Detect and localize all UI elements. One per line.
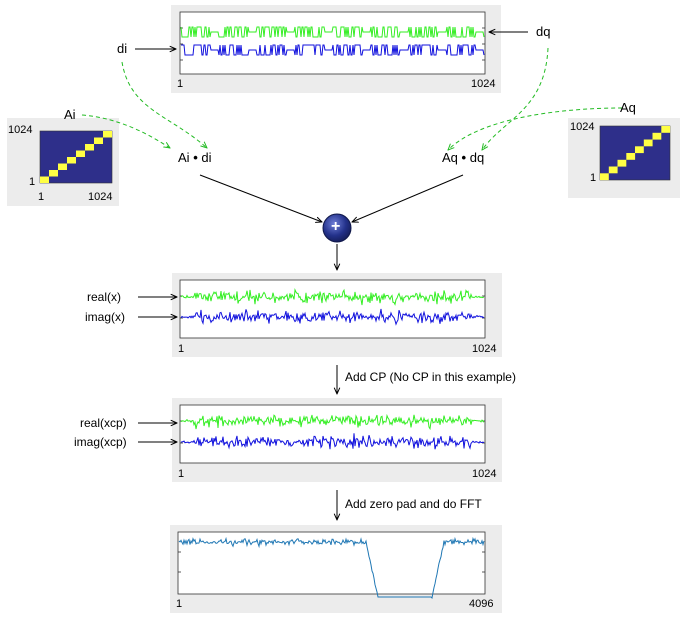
- panel-xcp-x-start: 1: [178, 468, 185, 480]
- imag-xcp-trace: [180, 433, 485, 450]
- matrix-left-y-top: 1024: [8, 124, 33, 136]
- matrix-left-block: [94, 137, 103, 144]
- top-panel-x-end: 1024: [471, 78, 496, 90]
- matrix-left-block: [40, 176, 49, 183]
- matrix-left-block: [67, 157, 76, 164]
- real-x-trace: [180, 288, 485, 306]
- top-plot-axes: [179, 11, 486, 75]
- matrix-right-y-top: 1024: [570, 121, 595, 133]
- label-ai: Ai: [64, 107, 76, 122]
- top-panel-x-start: 1: [177, 78, 184, 90]
- di-bit-trace: [180, 26, 485, 38]
- matrix-left-diagonal: [40, 131, 112, 183]
- arrow-left-to-sum: [199, 174, 322, 222]
- fft-magnitude-line: [178, 536, 485, 600]
- matrix-right-block: [600, 173, 609, 181]
- step-add-cp: Add CP (No CP in this example): [345, 370, 516, 384]
- matrix-right-block: [661, 126, 671, 133]
- product-right-dot: •: [461, 150, 467, 165]
- top-bit-traces: [180, 26, 485, 56]
- label-aq: Aq: [620, 100, 636, 115]
- matrix-right-block: [643, 139, 653, 147]
- panel-x-real-label: real(x): [87, 290, 122, 304]
- label-dq: dq: [536, 24, 551, 39]
- product-left: Ai • di: [178, 150, 212, 165]
- panel-fft-x-end: 4096: [469, 598, 494, 610]
- panel-xcp-traces: [180, 413, 485, 450]
- sum-node: [322, 213, 352, 243]
- panel-x-imag-label: imag(x): [85, 310, 126, 324]
- panel-xcp-real-label: real(xcp): [80, 416, 127, 430]
- panel-x-x-end: 1024: [472, 343, 497, 355]
- matrix-left-block: [76, 150, 85, 157]
- panel-xcp-x-end: 1024: [472, 468, 497, 480]
- matrix-right-block: [617, 159, 627, 167]
- panel-xcp-axes: [179, 404, 486, 464]
- matrix-left-y-bottom: 1: [29, 176, 36, 188]
- matrix-left-block: [85, 144, 94, 151]
- matrix-right-diagonal: [600, 126, 671, 181]
- label-di: di: [117, 41, 128, 56]
- panel-xcp-imag-label: imag(xcp): [74, 435, 127, 449]
- panel-fft-x-start: 1: [176, 598, 183, 610]
- real-xcp-trace: [180, 413, 485, 431]
- matrix-left-block: [103, 131, 112, 138]
- matrix-left-x-start: 1: [38, 191, 45, 203]
- matrix-left-x-end: 1024: [88, 191, 113, 203]
- panel-x-traces: [180, 288, 485, 326]
- step-fft: Add zero pad and do FFT: [345, 497, 482, 511]
- panel-x-axes: [179, 279, 486, 339]
- dashed-di-to-product: [121, 61, 207, 148]
- dashed-dq-to-product: [482, 47, 549, 150]
- matrix-right-block: [626, 153, 636, 160]
- fft-trace: [178, 536, 485, 600]
- imag-x-trace: [180, 308, 485, 326]
- matrix-right-block: [652, 132, 662, 140]
- matrix-right-block: [608, 166, 618, 174]
- arrow-right-to-sum: [352, 174, 464, 222]
- matrix-left-block: [49, 170, 58, 177]
- matrix-right-y-bottom: 1: [590, 172, 597, 184]
- product-left-dot: •: [193, 150, 198, 165]
- panel-x-x-start: 1: [178, 343, 185, 355]
- dashed-ai-to-product: [81, 114, 170, 148]
- sum-symbol: +: [331, 218, 341, 235]
- product-right: Aq • dq: [442, 150, 485, 165]
- dashed-aq-to-product: [448, 107, 623, 150]
- matrix-left-block: [58, 163, 67, 170]
- dq-bit-trace: [181, 44, 485, 56]
- matrix-right-block: [635, 146, 644, 154]
